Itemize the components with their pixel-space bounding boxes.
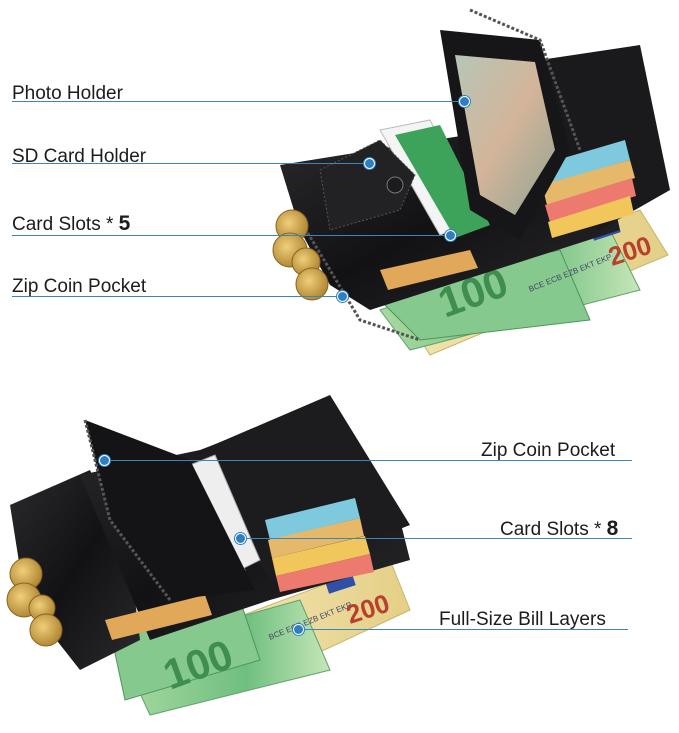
top-banknotes: 200 100 BCE ECB EZB EKT EKP xyxy=(368,209,669,356)
callout-line-zip-coin-pocket-bottom xyxy=(104,460,632,461)
callout-line-photo-holder xyxy=(12,101,464,102)
callout-card-slots-bottom: Card Slots * 8 xyxy=(500,518,618,541)
callout-card-slots-bottom-count: 8 xyxy=(606,517,619,540)
callout-card-slots-bottom-text: Card Slots * xyxy=(500,519,607,540)
callout-photo-holder: Photo Holder xyxy=(12,83,123,104)
callout-card-slots-top-text: Card Slots * xyxy=(12,214,119,235)
top-snap-strap xyxy=(319,139,416,231)
bottom-wallet: 200 100 BCE ECB EZB EKT EKP xyxy=(6,395,411,716)
callout-line-zip-coin-pocket-top xyxy=(12,296,340,297)
callout-zip-coin-pocket-bottom: Zip Coin Pocket xyxy=(481,440,616,461)
callout-line-sd-card-holder xyxy=(12,163,368,164)
callout-dot-card-slots-bottom xyxy=(235,533,246,544)
top-wallet: 200 100 BCE ECB EZB EKT EKP xyxy=(272,8,670,356)
callout-sd-card-holder: SD Card Holder xyxy=(12,146,147,167)
callout-line-card-slots-top xyxy=(12,235,450,236)
callout-line-card-slots-bottom xyxy=(240,538,632,539)
callout-zip-coin-pocket-top: Zip Coin Pocket xyxy=(12,276,147,297)
callout-card-slots-top: Card Slots * 5 xyxy=(12,213,130,236)
top-card-slots xyxy=(379,119,636,290)
callout-dot-sd-card-holder xyxy=(364,158,375,169)
callout-dot-full-size-bill-layers xyxy=(293,624,304,635)
callout-line-full-size-bill-layers xyxy=(298,629,628,630)
top-photo-window xyxy=(455,55,555,215)
callout-card-slots-top-count: 5 xyxy=(118,212,131,235)
callout-dot-card-slots-top xyxy=(445,230,456,241)
top-coins xyxy=(272,209,329,301)
bottom-left-flap xyxy=(85,420,255,600)
callout-dot-zip-coin-pocket-bottom xyxy=(99,455,110,466)
top-zip-coin-pocket xyxy=(298,219,421,342)
callout-full-size-bill-layers: Full-Size Bill Layers xyxy=(439,609,606,630)
top-snap-button xyxy=(386,176,404,194)
callout-dot-photo-holder xyxy=(459,96,470,107)
callout-dot-zip-coin-pocket-top xyxy=(337,291,348,302)
bottom-coins xyxy=(6,557,63,647)
top-photo-zip xyxy=(469,8,582,151)
